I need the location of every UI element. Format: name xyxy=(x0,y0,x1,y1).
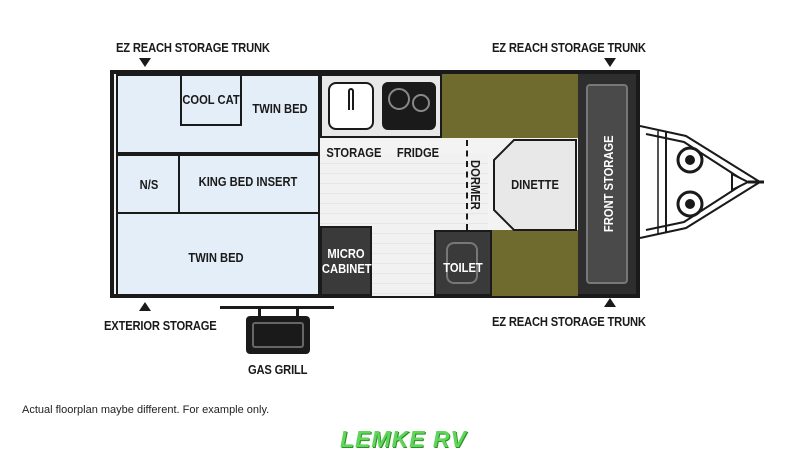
trunk-arrow-top-left xyxy=(139,58,151,67)
toilet-room xyxy=(434,230,492,296)
disclaimer-note: Actual floorplan maybe different. For ex… xyxy=(22,404,270,416)
front-storage-inner xyxy=(586,84,628,284)
faucet-icon xyxy=(348,88,354,110)
trunk-label-top-right: EZ REACH STORAGE TRUNK xyxy=(492,40,646,55)
micro-cabinet xyxy=(320,226,372,296)
ns-block xyxy=(116,154,180,214)
front-storage-label: FRONT STORAGE xyxy=(600,124,616,244)
toilet-icon xyxy=(446,242,478,284)
dormer-text: DORMER xyxy=(468,160,483,210)
grill-leg xyxy=(296,306,299,318)
micro-cabinet-label-2: CABINET xyxy=(321,261,372,276)
dinette-table-shape xyxy=(493,139,577,231)
toilet-label: TOILET xyxy=(443,260,483,275)
coupler xyxy=(731,172,751,192)
trunk-label-bottom-right: EZ REACH STORAGE TRUNK xyxy=(492,314,646,329)
king-bed-insert-label: KING BED INSERT xyxy=(198,174,298,189)
trunk-arrow-top-right xyxy=(604,58,616,67)
grill-leg xyxy=(258,306,261,318)
burner-icon xyxy=(388,88,410,110)
twin-bed-top-label: TWIN BED xyxy=(252,101,308,116)
dormer-line xyxy=(466,140,468,230)
ns-label: N/S xyxy=(139,177,159,192)
front-storage-text: FRONT STORAGE xyxy=(601,135,616,233)
gas-grill-label: GAS GRILL xyxy=(248,362,308,377)
twin-bed-bottom xyxy=(116,212,320,296)
dinette-seat-bottom xyxy=(492,230,578,296)
propane-tank-cap xyxy=(685,199,695,209)
micro-cabinet-label-1: MICRO xyxy=(327,246,365,261)
dinette-seat-top xyxy=(442,74,578,138)
dinette-label: DINETTE xyxy=(511,177,559,192)
dinette-table xyxy=(493,139,577,231)
propane-tank-cap xyxy=(685,155,695,165)
grill-bracket xyxy=(220,306,334,309)
trunk-label-top-left: EZ REACH STORAGE TRUNK xyxy=(116,40,270,55)
storage-label: STORAGE xyxy=(326,145,382,160)
hitch-tongue xyxy=(639,125,764,239)
brand-logo: LEMKE RV xyxy=(340,426,467,452)
cool-cat-label: COOL CAT xyxy=(182,92,240,107)
cool-cat-unit xyxy=(180,74,242,126)
fridge-label: FRIDGE xyxy=(396,145,440,160)
burner-icon xyxy=(412,94,430,112)
twin-bed-bottom-label: TWIN BED xyxy=(188,250,244,265)
trunk-arrow-bottom-right xyxy=(604,298,616,307)
grill-lid xyxy=(252,322,304,348)
exterior-storage-label: EXTERIOR STORAGE xyxy=(104,318,217,333)
dormer-label: DORMER xyxy=(468,140,484,230)
exterior-storage-arrow xyxy=(139,302,151,311)
